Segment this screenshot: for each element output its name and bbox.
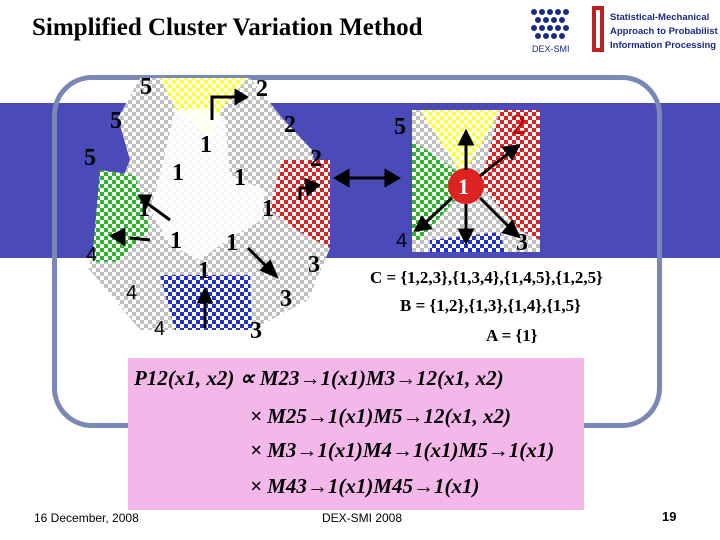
node-label: 2 — [310, 146, 322, 172]
node-label: 1 — [198, 258, 210, 284]
node-label: 4 — [154, 318, 166, 340]
node-label: 1 — [234, 165, 246, 191]
node-label: 2 — [284, 112, 296, 138]
green-region-right — [412, 140, 462, 240]
red-region-left — [270, 160, 330, 248]
logo-dex-label: DEX-SMI — [532, 44, 570, 54]
center-node-right — [448, 168, 484, 204]
formula-box — [128, 358, 584, 510]
node-label: 3 — [250, 318, 262, 344]
logo-line-2: Approach to Probabilistic — [610, 26, 718, 37]
formula-line-4: × M43→1(x1)M45→1(x1) — [250, 474, 480, 498]
node-label: 1 — [458, 174, 469, 199]
node-label: 3 — [516, 230, 528, 256]
node-label: 3 — [280, 286, 292, 312]
node-label: 4 — [126, 282, 138, 304]
node-label: 5 — [394, 114, 406, 140]
dex-smi-logo-icon: DEX-SMI Statistical-Mechanical Approach … — [531, 6, 720, 54]
footer-date: 16 December, 2008 — [34, 511, 139, 525]
node-label: 3 — [308, 252, 320, 278]
node-label: 5 — [110, 108, 122, 134]
logo-line-3: Information Processing — [610, 40, 716, 51]
set-c: C = {1,2,3},{1,3,4},{1,4,5},{1,2,5} — [370, 268, 603, 287]
node-label: 1 — [226, 230, 238, 256]
node-label: 5 — [140, 74, 152, 100]
set-a: A = {1} — [486, 326, 538, 345]
formula-line-2: × M25→1(x1)M5→12(x1, x2) — [250, 404, 512, 428]
node-label: 1 — [200, 132, 212, 158]
formula-line-1: P12(x1, x2) ∝ M23→1(x1)M3→12(x1, x2) — [134, 366, 504, 390]
right-arrows — [413, 128, 521, 246]
node-label: 2 — [256, 76, 268, 102]
red-region-right — [480, 110, 540, 240]
logo-line-1: Statistical-Mechanical — [610, 12, 709, 23]
node-label: 1 — [138, 196, 150, 222]
formula-line-3: × M3→1(x1)M4→1(x1)M5→1(x1) — [250, 438, 555, 462]
set-b: B = {1,2},{1,3},{1,4},{1,5} — [400, 296, 581, 315]
node-label: 4 — [396, 230, 408, 252]
node-label: 4 — [86, 244, 98, 266]
node-label: 1 — [262, 196, 274, 222]
left-arrows — [109, 88, 321, 328]
inner-cross — [150, 108, 265, 260]
node-label: 1 — [172, 160, 184, 186]
slide-title: Simplified Cluster Variation Method — [32, 14, 423, 41]
page-number: 19 — [662, 509, 677, 524]
double-arrow-icon — [333, 168, 401, 188]
node-label: 5 — [84, 145, 96, 171]
node-label: 1 — [170, 228, 182, 254]
node-label: 2 — [512, 110, 526, 141]
logo: DEX-SMI Statistical-Mechanical Approach … — [526, 4, 720, 56]
footer-center: DEX-SMI 2008 — [322, 511, 403, 525]
